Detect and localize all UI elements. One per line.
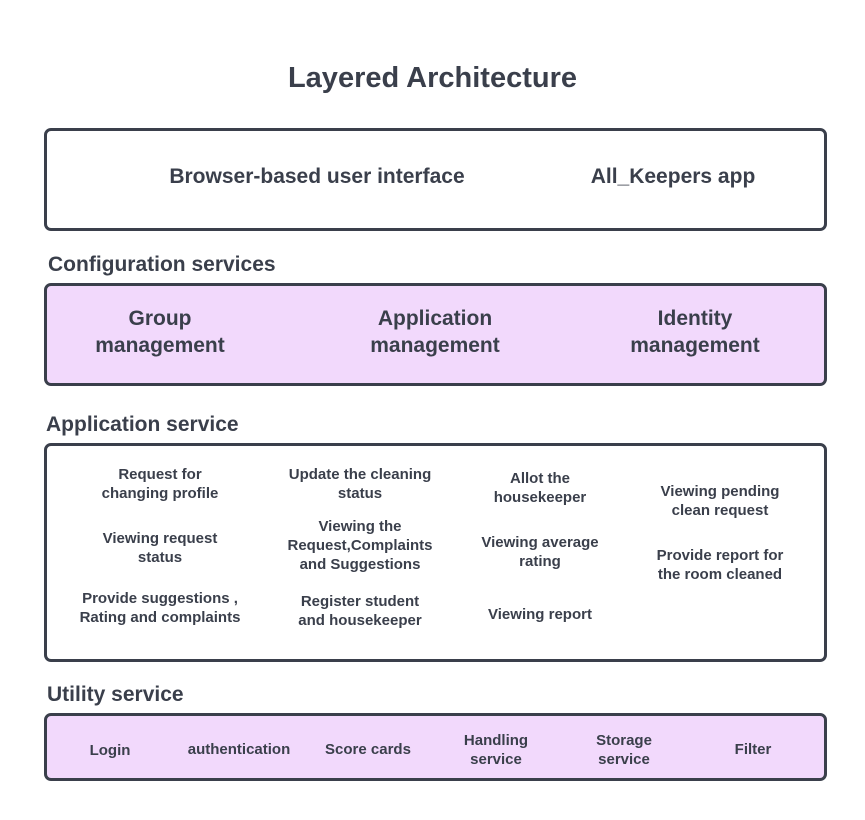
allot-housekeeper-item: Allot the housekeeper (493, 470, 587, 506)
score-cards-item: Score cards (325, 741, 411, 758)
request-changing-profile-item: Request for changing profile (101, 466, 219, 502)
login-item: Login (89, 742, 131, 759)
filter-item: Filter (734, 741, 772, 758)
utility-service-label: Utility service (47, 683, 184, 706)
provide-suggestions-item: Provide suggestions , Rating and complai… (79, 590, 241, 626)
storage-service-item: Storage service (596, 732, 652, 768)
application-service-label: Application service (46, 413, 239, 436)
configuration-services-label: Configuration services (48, 253, 276, 276)
configuration-layer-box (44, 283, 827, 386)
application-layer-box (44, 443, 827, 662)
diagram-title: Layered Architecture (287, 62, 578, 94)
update-cleaning-status-item: Update the cleaning status (288, 466, 432, 502)
authentication-item: authentication (187, 741, 291, 758)
viewing-request-complaints-item: Viewing the Request,Complaints and Sugge… (287, 518, 433, 573)
identity-management-item: Identity management (630, 307, 760, 357)
browser-ui-label: Browser-based user interface (169, 165, 465, 188)
viewing-request-status-item: Viewing request status (102, 530, 218, 566)
register-student-housekeeper-item: Register student and housekeeper (298, 593, 422, 629)
utility-layer-box (44, 713, 827, 781)
viewing-pending-clean-request-item: Viewing pending clean request (660, 483, 780, 519)
group-management-item: Group management (95, 307, 225, 357)
handling-service-item: Handling service (463, 732, 529, 768)
application-management-item: Application management (370, 307, 500, 357)
viewing-average-rating-item: Viewing average rating (481, 534, 599, 570)
provide-report-room-cleaned-item: Provide report for the room cleaned (656, 547, 784, 583)
all-keepers-app-label: All_Keepers app (590, 165, 756, 188)
viewing-report-item: Viewing report (488, 606, 592, 623)
ui-layer-box (44, 128, 827, 231)
